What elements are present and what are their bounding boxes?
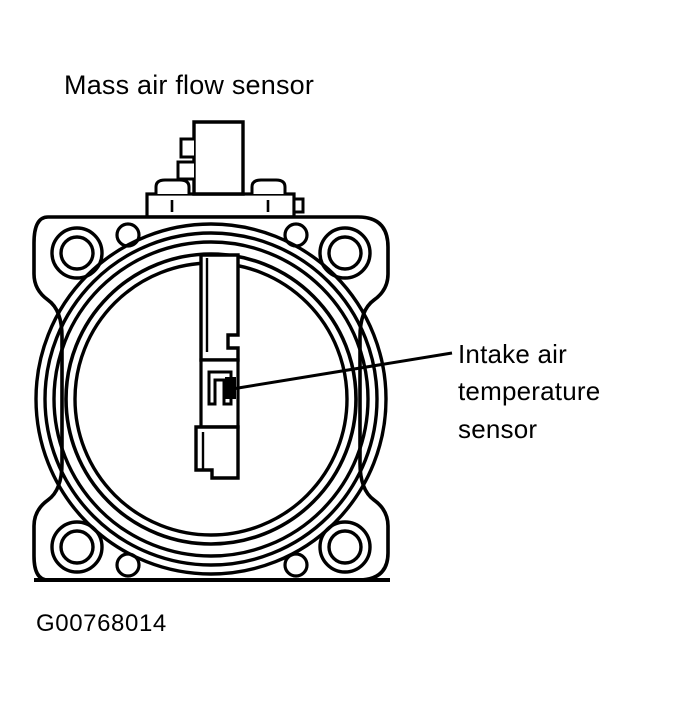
connector-base-bump-right (250, 178, 287, 194)
connector-base-bump-left (154, 178, 191, 194)
bore-ring-2 (43, 231, 379, 567)
connector-base-nub (292, 197, 305, 214)
bolt-hole-bottom-right (318, 520, 372, 574)
bolt-hole-bottom-left (50, 520, 104, 574)
connector-body (192, 120, 245, 196)
connector-latch-tab-lower (176, 160, 194, 181)
connector-assembly (145, 120, 305, 219)
bolt-hole-top-left (50, 226, 104, 280)
connector-base-plate (145, 192, 296, 219)
bolt-hole-top-right (318, 226, 372, 280)
bore-ring-1 (34, 222, 388, 576)
sensor-strut-lower (194, 425, 240, 480)
figure-caption: G00768014 (36, 610, 167, 637)
connector-latch-tab-upper (179, 137, 194, 159)
callout-label-line-2: temperature (458, 376, 601, 406)
callout-label-line-1: Intake air (458, 339, 567, 369)
sensor-strut-assembly (194, 253, 240, 480)
callout-leader-line (231, 351, 453, 391)
callout-label-line-3: sensor (458, 414, 538, 444)
dowel-hole-bottom-right (283, 552, 309, 578)
page-title: Mass air flow sensor (64, 70, 315, 100)
bore-ring-3 (52, 240, 370, 558)
